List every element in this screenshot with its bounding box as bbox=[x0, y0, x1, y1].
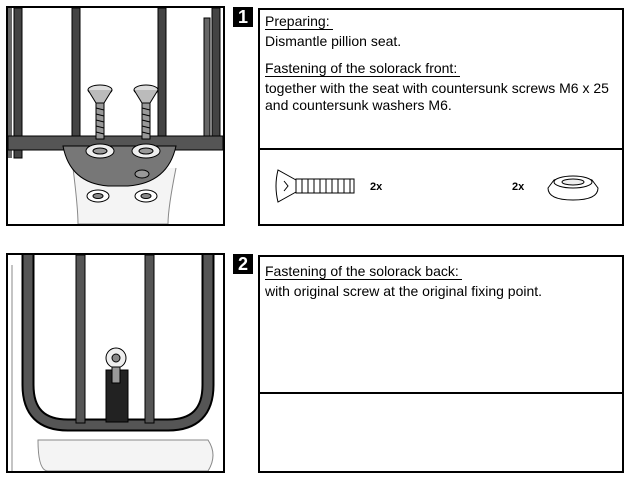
step-2-panel: Fastening of the solorack back: with ori… bbox=[258, 255, 624, 473]
countersunk-washer-icon bbox=[547, 175, 599, 201]
panel-divider bbox=[260, 392, 622, 394]
step-1-panel: Preparing: Dismantle pillion seat. Faste… bbox=[258, 8, 624, 226]
step-number-2: 2 bbox=[233, 254, 253, 274]
step-number-1: 1 bbox=[233, 7, 253, 27]
washer-quantity: 2x bbox=[512, 181, 525, 193]
back-fastening-illustration bbox=[6, 253, 225, 473]
front-fastening-illustration bbox=[6, 6, 225, 226]
back-fastening-text: with original screw at the original fixi… bbox=[265, 283, 543, 299]
preparing-heading: Preparing: bbox=[265, 13, 333, 30]
rack-back-drawing bbox=[11, 255, 215, 471]
front-fastening-heading: Fastening of the solorack front: bbox=[265, 60, 461, 77]
countersunk-screw-icon bbox=[275, 169, 355, 203]
rack-front-drawing bbox=[8, 8, 223, 224]
front-fastening-text: together with the seat with countersunk … bbox=[265, 80, 609, 113]
panel-divider bbox=[260, 148, 622, 150]
preparing-text: Dismantle pillion seat. bbox=[265, 33, 402, 49]
back-fastening-heading: Fastening of the solorack back: bbox=[265, 263, 462, 280]
screw-quantity: 2x bbox=[370, 181, 383, 193]
